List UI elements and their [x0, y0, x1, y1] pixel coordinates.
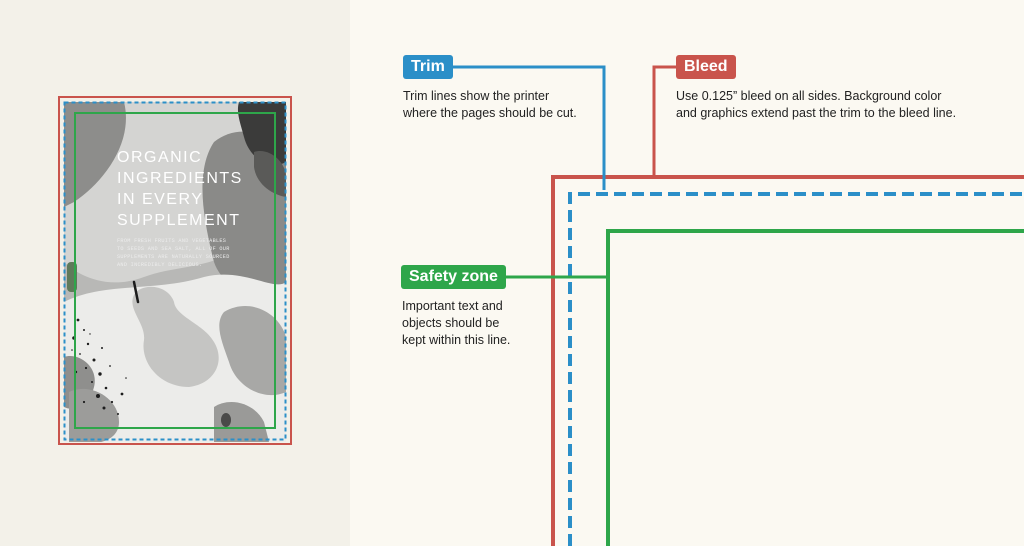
bleed-description-line: Use 0.125” bleed on all sides. Backgroun… [676, 89, 942, 103]
trim-description-line: Trim lines show the printer [403, 89, 550, 103]
bleed-description-line: and graphics extend past the trim to the… [676, 106, 957, 120]
trim-connector [451, 65, 606, 190]
flyer-title-line: INGREDIENTS [117, 170, 243, 187]
safety-zone-label: Safety zone [401, 265, 506, 289]
trim-corner-line [568, 192, 1024, 546]
trim-description: Trim lines show the printer where the pa… [403, 88, 577, 122]
flyer-safety-line [74, 112, 276, 429]
flyer-title-line: SUPPLEMENT [117, 212, 241, 229]
safety-description-line: objects should be [402, 316, 500, 330]
flyer-body-text: FROM FRESH FRUITS AND VEGETABLES TO SEED… [117, 237, 230, 269]
flyer-artwork [64, 102, 286, 442]
bleed-description: Use 0.125” bleed on all sides. Backgroun… [676, 88, 956, 122]
bleed-corner-line [551, 175, 1024, 546]
flyer-title: ORGANIC INGREDIENTS IN EVERY SUPPLEMENT [117, 147, 243, 231]
safety-zone-description: Important text and objects should be kep… [402, 298, 510, 349]
flyer-bleed-line [58, 96, 292, 445]
bleed-connector [652, 65, 676, 175]
flyer-title-line: ORGANIC [117, 149, 203, 166]
safety-corner-line [606, 229, 1024, 546]
flyer-title-line: IN EVERY [117, 191, 204, 208]
flyer-body-line: SUPPLEMENTS ARE NATURALLY SOURCED [117, 254, 230, 260]
flyer-body-line: FROM FRESH FRUITS AND VEGETABLES [117, 238, 227, 244]
safety-description-line: kept within this line. [402, 333, 511, 347]
trim-label: Trim [403, 55, 453, 79]
flyer-body-line: TO SEEDS AND SEA SALT, ALL OF OUR [117, 246, 230, 252]
safety-description-line: Important text and [402, 299, 503, 313]
flyer-body-line: AND INCREDIBLY DELICIOUS. [117, 262, 203, 268]
bleed-label: Bleed [676, 55, 736, 79]
example-flyer: ORGANIC INGREDIENTS IN EVERY SUPPLEMENT … [64, 102, 286, 442]
flyer-trim-line [63, 101, 287, 441]
trim-description-line: where the pages should be cut. [403, 106, 577, 120]
